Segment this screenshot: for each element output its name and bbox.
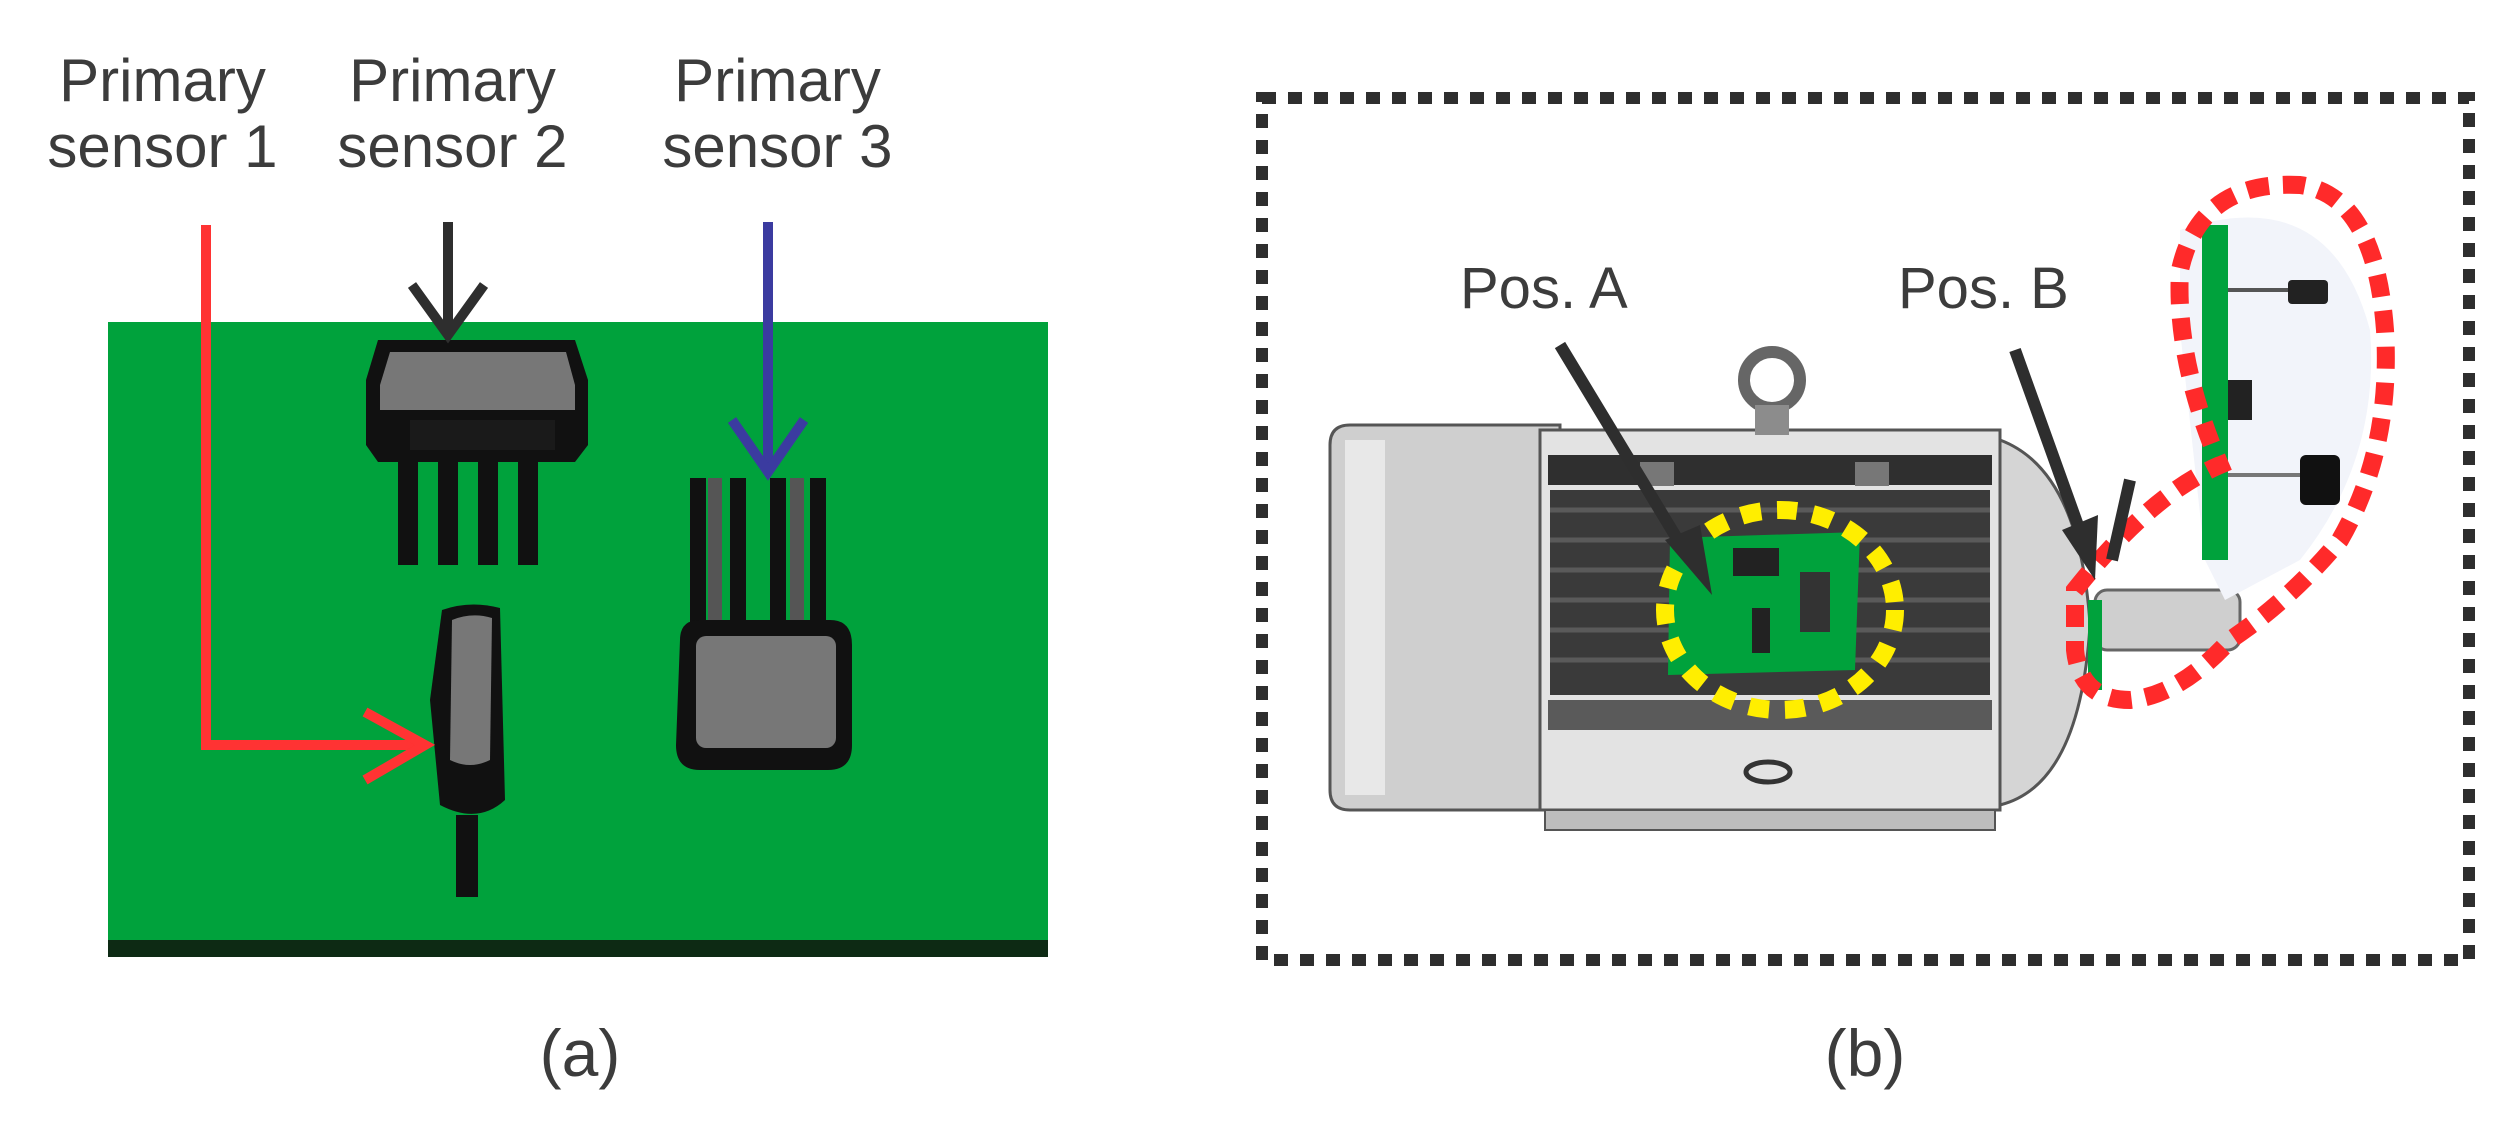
sensor-2-arrow bbox=[407, 222, 489, 344]
primary-sensor-2-component bbox=[366, 340, 588, 565]
sensor-1-arrow bbox=[201, 225, 436, 785]
pcb-board-edge bbox=[108, 940, 1048, 957]
primary-sensor-1-label: Primary sensor 1 bbox=[47, 47, 278, 180]
primary-sensor-2-label: Primary sensor 2 bbox=[337, 47, 568, 180]
primary-sensor-3-component bbox=[676, 478, 852, 770]
panel-b-diagram bbox=[1256, 92, 2475, 966]
panel-b-caption: (b) bbox=[1824, 1016, 1906, 1090]
pos-a-label: Pos. A bbox=[1460, 256, 1628, 321]
pos-b-sensor-board bbox=[2180, 217, 2372, 600]
panel-b-frame bbox=[1256, 92, 2475, 966]
primary-sensor-3-label: Primary sensor 3 bbox=[662, 47, 893, 180]
sensor-3-arrow bbox=[727, 222, 809, 481]
pos-a-sensor-board bbox=[1668, 532, 1860, 675]
panel-a-caption: (a) bbox=[539, 1016, 621, 1090]
pos-a-arrow bbox=[1554, 341, 1712, 595]
pos-b-label: Pos. B bbox=[1898, 256, 2069, 321]
pos-b-arrow bbox=[2009, 347, 2136, 580]
pos-a-highlight bbox=[1656, 501, 1904, 719]
primary-sensor-1-component bbox=[430, 604, 505, 897]
panel-a-diagram bbox=[108, 222, 1048, 957]
pos-b-highlight bbox=[2066, 175, 2395, 710]
